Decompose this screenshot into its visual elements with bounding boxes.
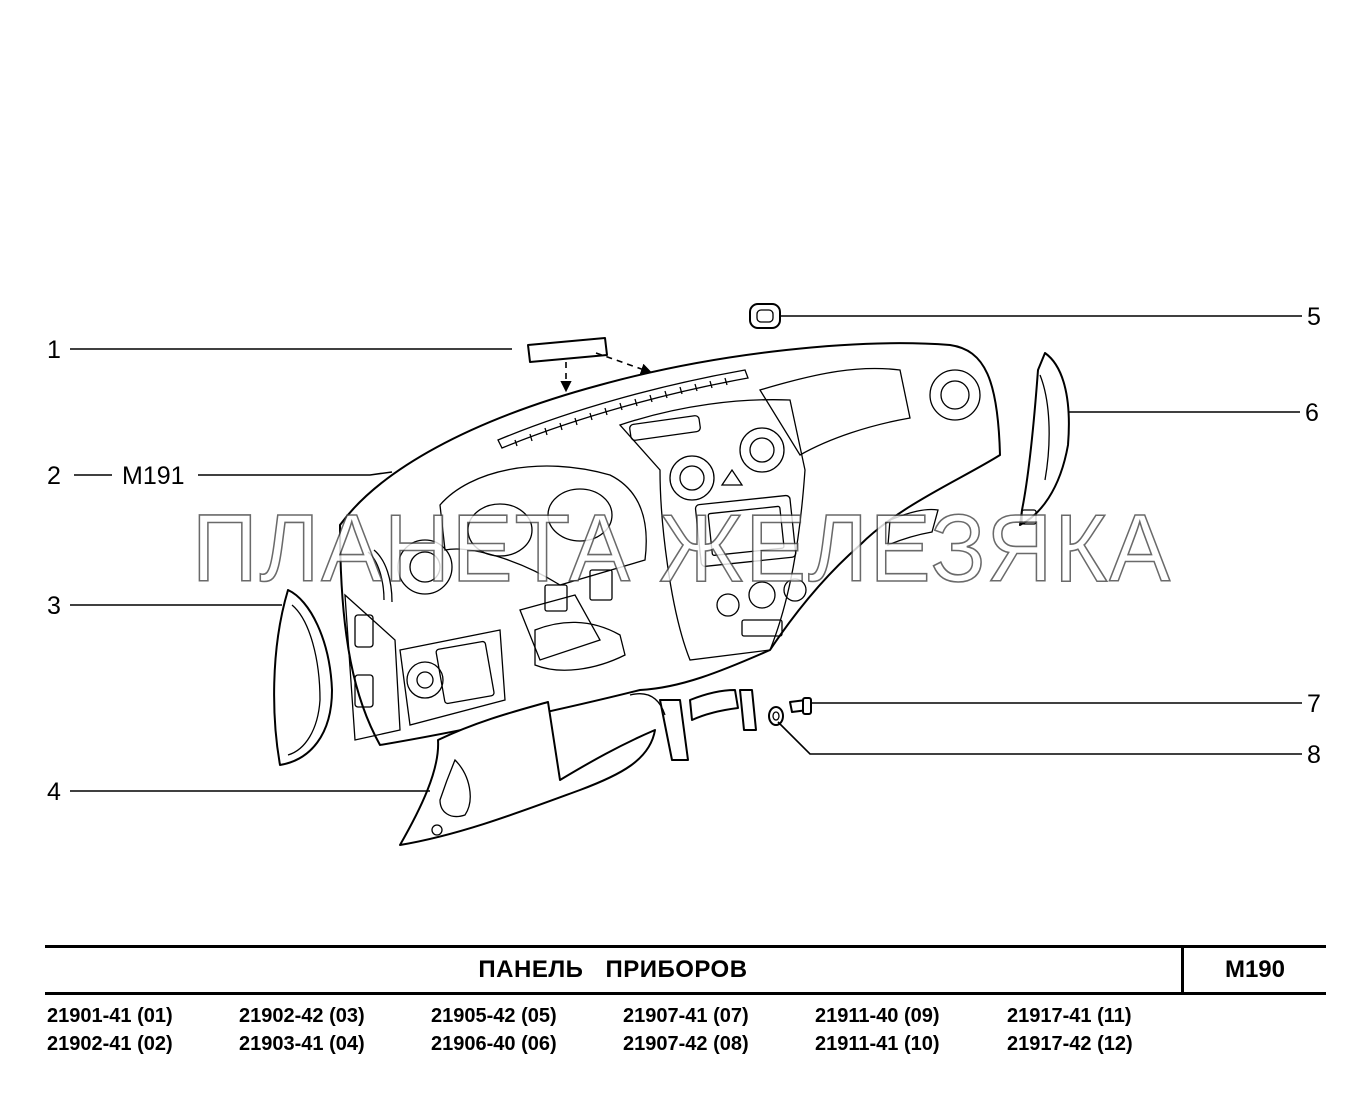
part-5-hazard-switch — [749, 303, 781, 329]
title-word-1: ПАНЕЛЬ — [478, 956, 584, 983]
variant-item: 21903-41 (04) — [239, 1033, 365, 1055]
callout-labels: 1 2 M191 3 4 5 6 7 8 — [47, 303, 1321, 806]
diagram-code: M190 — [1224, 956, 1286, 983]
title-row: ПАНЕЛЬ ПРИБОРОВ M190 — [45, 945, 1326, 995]
callout-4: 4 — [47, 778, 61, 806]
variant-item: 21906-40 (06) — [431, 1033, 557, 1055]
variant-item: 21907-42 (08) — [623, 1033, 749, 1055]
variant-item: 21917-42 (12) — [1007, 1033, 1133, 1055]
diagram-title: ПАНЕЛЬ ПРИБОРОВ — [45, 948, 1184, 992]
callout-8: 8 — [1307, 741, 1321, 769]
part-4-lower-trim — [399, 701, 656, 846]
variant-item: 21907-41 (07) — [623, 1005, 749, 1027]
part-7-screw — [789, 697, 812, 715]
callout-6: 6 — [1305, 399, 1319, 427]
variant-item: 21902-42 (03) — [239, 1005, 365, 1027]
title-word-2: ПРИБОРОВ — [605, 956, 748, 983]
variant-item: 21911-40 (09) — [815, 1005, 940, 1027]
variant-item: 21905-42 (05) — [431, 1005, 557, 1027]
callout-leaders — [70, 315, 1302, 792]
callout-3: 3 — [47, 592, 61, 620]
watermark: ПЛАНЕТА ЖЕЛЕЗЯКА — [192, 495, 1172, 602]
part-3-left-end-cap — [273, 589, 333, 766]
title-block: ПАНЕЛЬ ПРИБОРОВ M190 21901-41 (01) 21902… — [45, 945, 1326, 1061]
callout-2-ref: M191 — [122, 462, 185, 490]
variant-item: 21902-41 (02) — [47, 1033, 173, 1055]
callout-5: 5 — [1307, 303, 1321, 331]
callout-2: 2 — [47, 462, 61, 490]
dashboard-panel — [339, 342, 1001, 761]
part-8-washer — [768, 706, 784, 726]
variant-item: 21911-41 (10) — [815, 1033, 940, 1055]
variant-item: 21901-41 (01) — [47, 1005, 173, 1027]
callout-7: 7 — [1307, 690, 1321, 718]
model-variants: 21901-41 (01) 21902-42 (03) 21905-42 (05… — [45, 1005, 1326, 1061]
dashboard-exploded-diagram: 1 2 M191 3 4 5 6 7 8 ПЛАНЕТА ЖЕЛЕЗЯКА — [47, 303, 1321, 846]
variant-item: 21917-41 (11) — [1007, 1005, 1132, 1027]
part-1-top-trim — [527, 337, 653, 393]
part-6-right-end-cap — [1019, 352, 1070, 526]
callout-1: 1 — [47, 336, 61, 364]
